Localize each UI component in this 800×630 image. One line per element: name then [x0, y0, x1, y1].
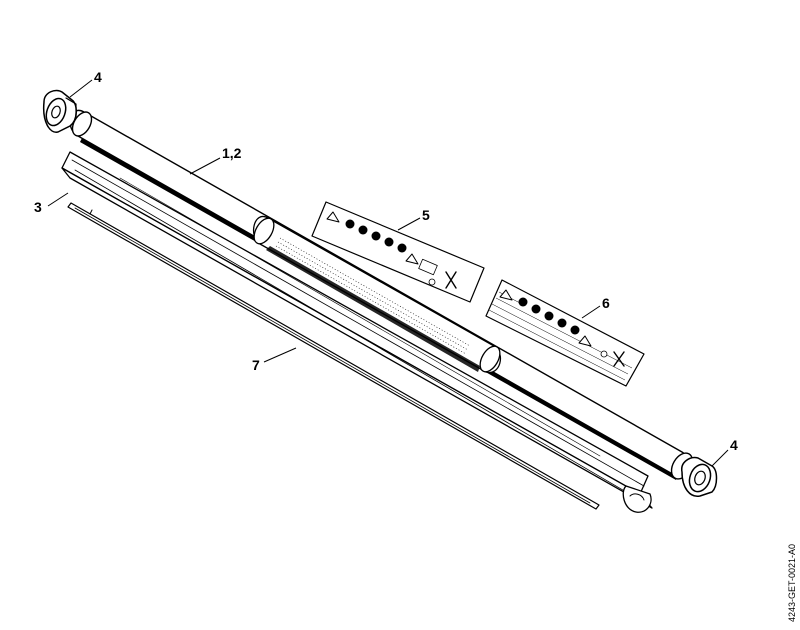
keep-distance-icon	[445, 271, 457, 289]
callout-drive-shaft: 7	[252, 357, 260, 373]
gloves-icon	[384, 237, 394, 247]
drive-shaft-part	[67, 202, 600, 510]
warning-triangle-icon	[326, 211, 340, 223]
support-profile-part	[61, 151, 653, 513]
drive-tube-part	[69, 109, 694, 480]
boots-icon	[397, 243, 407, 253]
bushing-bottom-part	[681, 456, 718, 497]
document-number: 4243-GET-0021-A0	[787, 544, 797, 622]
callout-bushing-bottom: 4	[730, 437, 738, 453]
bushing-top-part	[42, 89, 77, 133]
callout-drive-tube: 1,2	[222, 145, 242, 161]
eye-protection-icon	[358, 225, 368, 235]
leader-lines	[47, 79, 729, 467]
throw-hazard-icon	[405, 253, 419, 265]
callout-bushing-top: 4	[94, 69, 102, 85]
warning-label-6	[485, 279, 645, 387]
callout-label-6: 6	[602, 295, 610, 311]
read-manual-icon	[345, 219, 355, 229]
callout-support-profile: 3	[34, 199, 42, 215]
callout-label-5: 5	[422, 207, 430, 223]
hearing-protection-icon	[371, 231, 381, 241]
warning-label-5	[311, 201, 485, 303]
